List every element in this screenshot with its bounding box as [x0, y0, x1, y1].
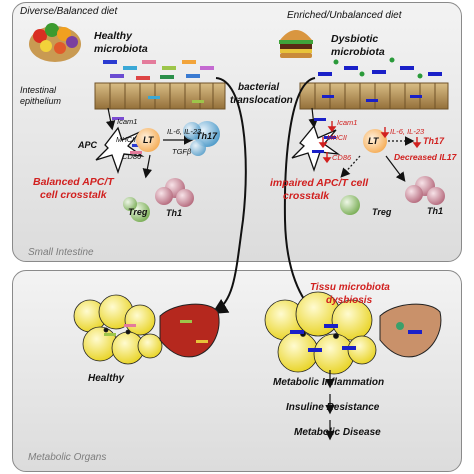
intestinal-epithelium-left — [94, 82, 226, 110]
cytokines-label-left: IL-6, IL-23 — [167, 127, 202, 136]
apc-cell-right — [291, 124, 341, 173]
cd86-label-left: CD86 — [122, 152, 142, 161]
metabolic-organs-label: Metabolic Organs — [28, 452, 107, 463]
metabolic-disease-label: Metabolic Disease — [294, 427, 381, 438]
balanced-diet-title: Diverse/Balanced diet — [20, 6, 118, 17]
th17-label-right: Th17 — [423, 136, 445, 146]
translocation-arrow-dysbiotic — [283, 77, 321, 319]
th1-label-left: Th1 — [166, 208, 183, 218]
apc-cell-left — [95, 126, 145, 175]
tissue-dysbiosis-label-1: Tissu microbiota — [310, 282, 390, 293]
mhcii-label-right: MHCII — [327, 135, 347, 142]
healthy-microbiota-label-1: Healthy — [94, 30, 132, 42]
small-intestine-label: Small Intestine — [28, 247, 94, 258]
healthy-microbiota-label-2: microbiota — [94, 43, 148, 55]
unbalanced-diet-title: Enriched/Unbalanced diet — [287, 10, 402, 21]
translocation-label-1: bacterial — [238, 82, 280, 93]
decreased-il17-label: Decreased IL17 — [394, 152, 457, 162]
metabolic-inflammation-label: Metabolic Inflammation — [273, 377, 385, 388]
cd86-label-right: CD86 — [332, 153, 352, 162]
treg-label-right: Treg — [372, 207, 392, 217]
dysbiotic-microbiota-label-2: microbiota — [331, 46, 385, 58]
healthy-microbiota-bacteria — [103, 60, 214, 80]
treg-label-left: Treg — [128, 207, 148, 217]
balanced-crosstalk-label-2: cell crosstalk — [40, 189, 107, 201]
lt-cell-right — [363, 129, 387, 153]
lt-cell-left — [136, 128, 160, 152]
impaired-crosstalk-label-1: impaired APC/T cell — [270, 177, 369, 189]
insuline-resistance-label: Insuline Resistance — [286, 402, 380, 413]
icam1-label-left: Icam1 — [117, 117, 138, 126]
burger-icon — [279, 30, 313, 58]
healthy-adipocytes — [73, 294, 163, 365]
balanced-food-basket-icon — [29, 23, 81, 62]
epithelium-label-1: Intestinal — [20, 85, 57, 95]
treg-cell-right — [340, 195, 360, 215]
cytokines-label-right: IL-6, IL-23 — [390, 127, 425, 136]
apc-label: APC — [78, 140, 98, 150]
icam1-label-right: Icam1 — [337, 118, 358, 127]
balanced-crosstalk-label-1: Balanced APC/T — [33, 176, 114, 188]
small-intestine-panel — [12, 2, 462, 262]
tgfb-label: TGFβ — [172, 147, 192, 156]
th1-label-right: Th1 — [427, 206, 444, 216]
decrease-arrows — [318, 121, 422, 164]
tissue-dysbiosis-label-2: dysbiosis — [326, 295, 373, 306]
th17-label-left: Th17 — [196, 131, 218, 141]
epithelium-label-2: epithelium — [20, 96, 62, 106]
healthy-liver-icon — [159, 303, 220, 358]
translocation-label-2: translocation — [230, 95, 293, 106]
dysbiotic-microbiota-label-1: Dysbiotic — [331, 33, 379, 45]
healthy-organs-label: Healthy — [88, 373, 125, 384]
impaired-crosstalk-label-2: crosstalk — [283, 190, 330, 202]
intestinal-epithelium-right — [299, 82, 449, 110]
lt-label-right: LT — [368, 136, 379, 146]
dysbiotic-microbiota-bacteria — [318, 57, 442, 79]
translocation-arrow-healthy — [211, 77, 247, 315]
lt-label-left: LT — [143, 135, 154, 145]
inflamed-adipocytes — [264, 291, 377, 375]
mhcii-label-left: MHCII — [116, 137, 136, 144]
